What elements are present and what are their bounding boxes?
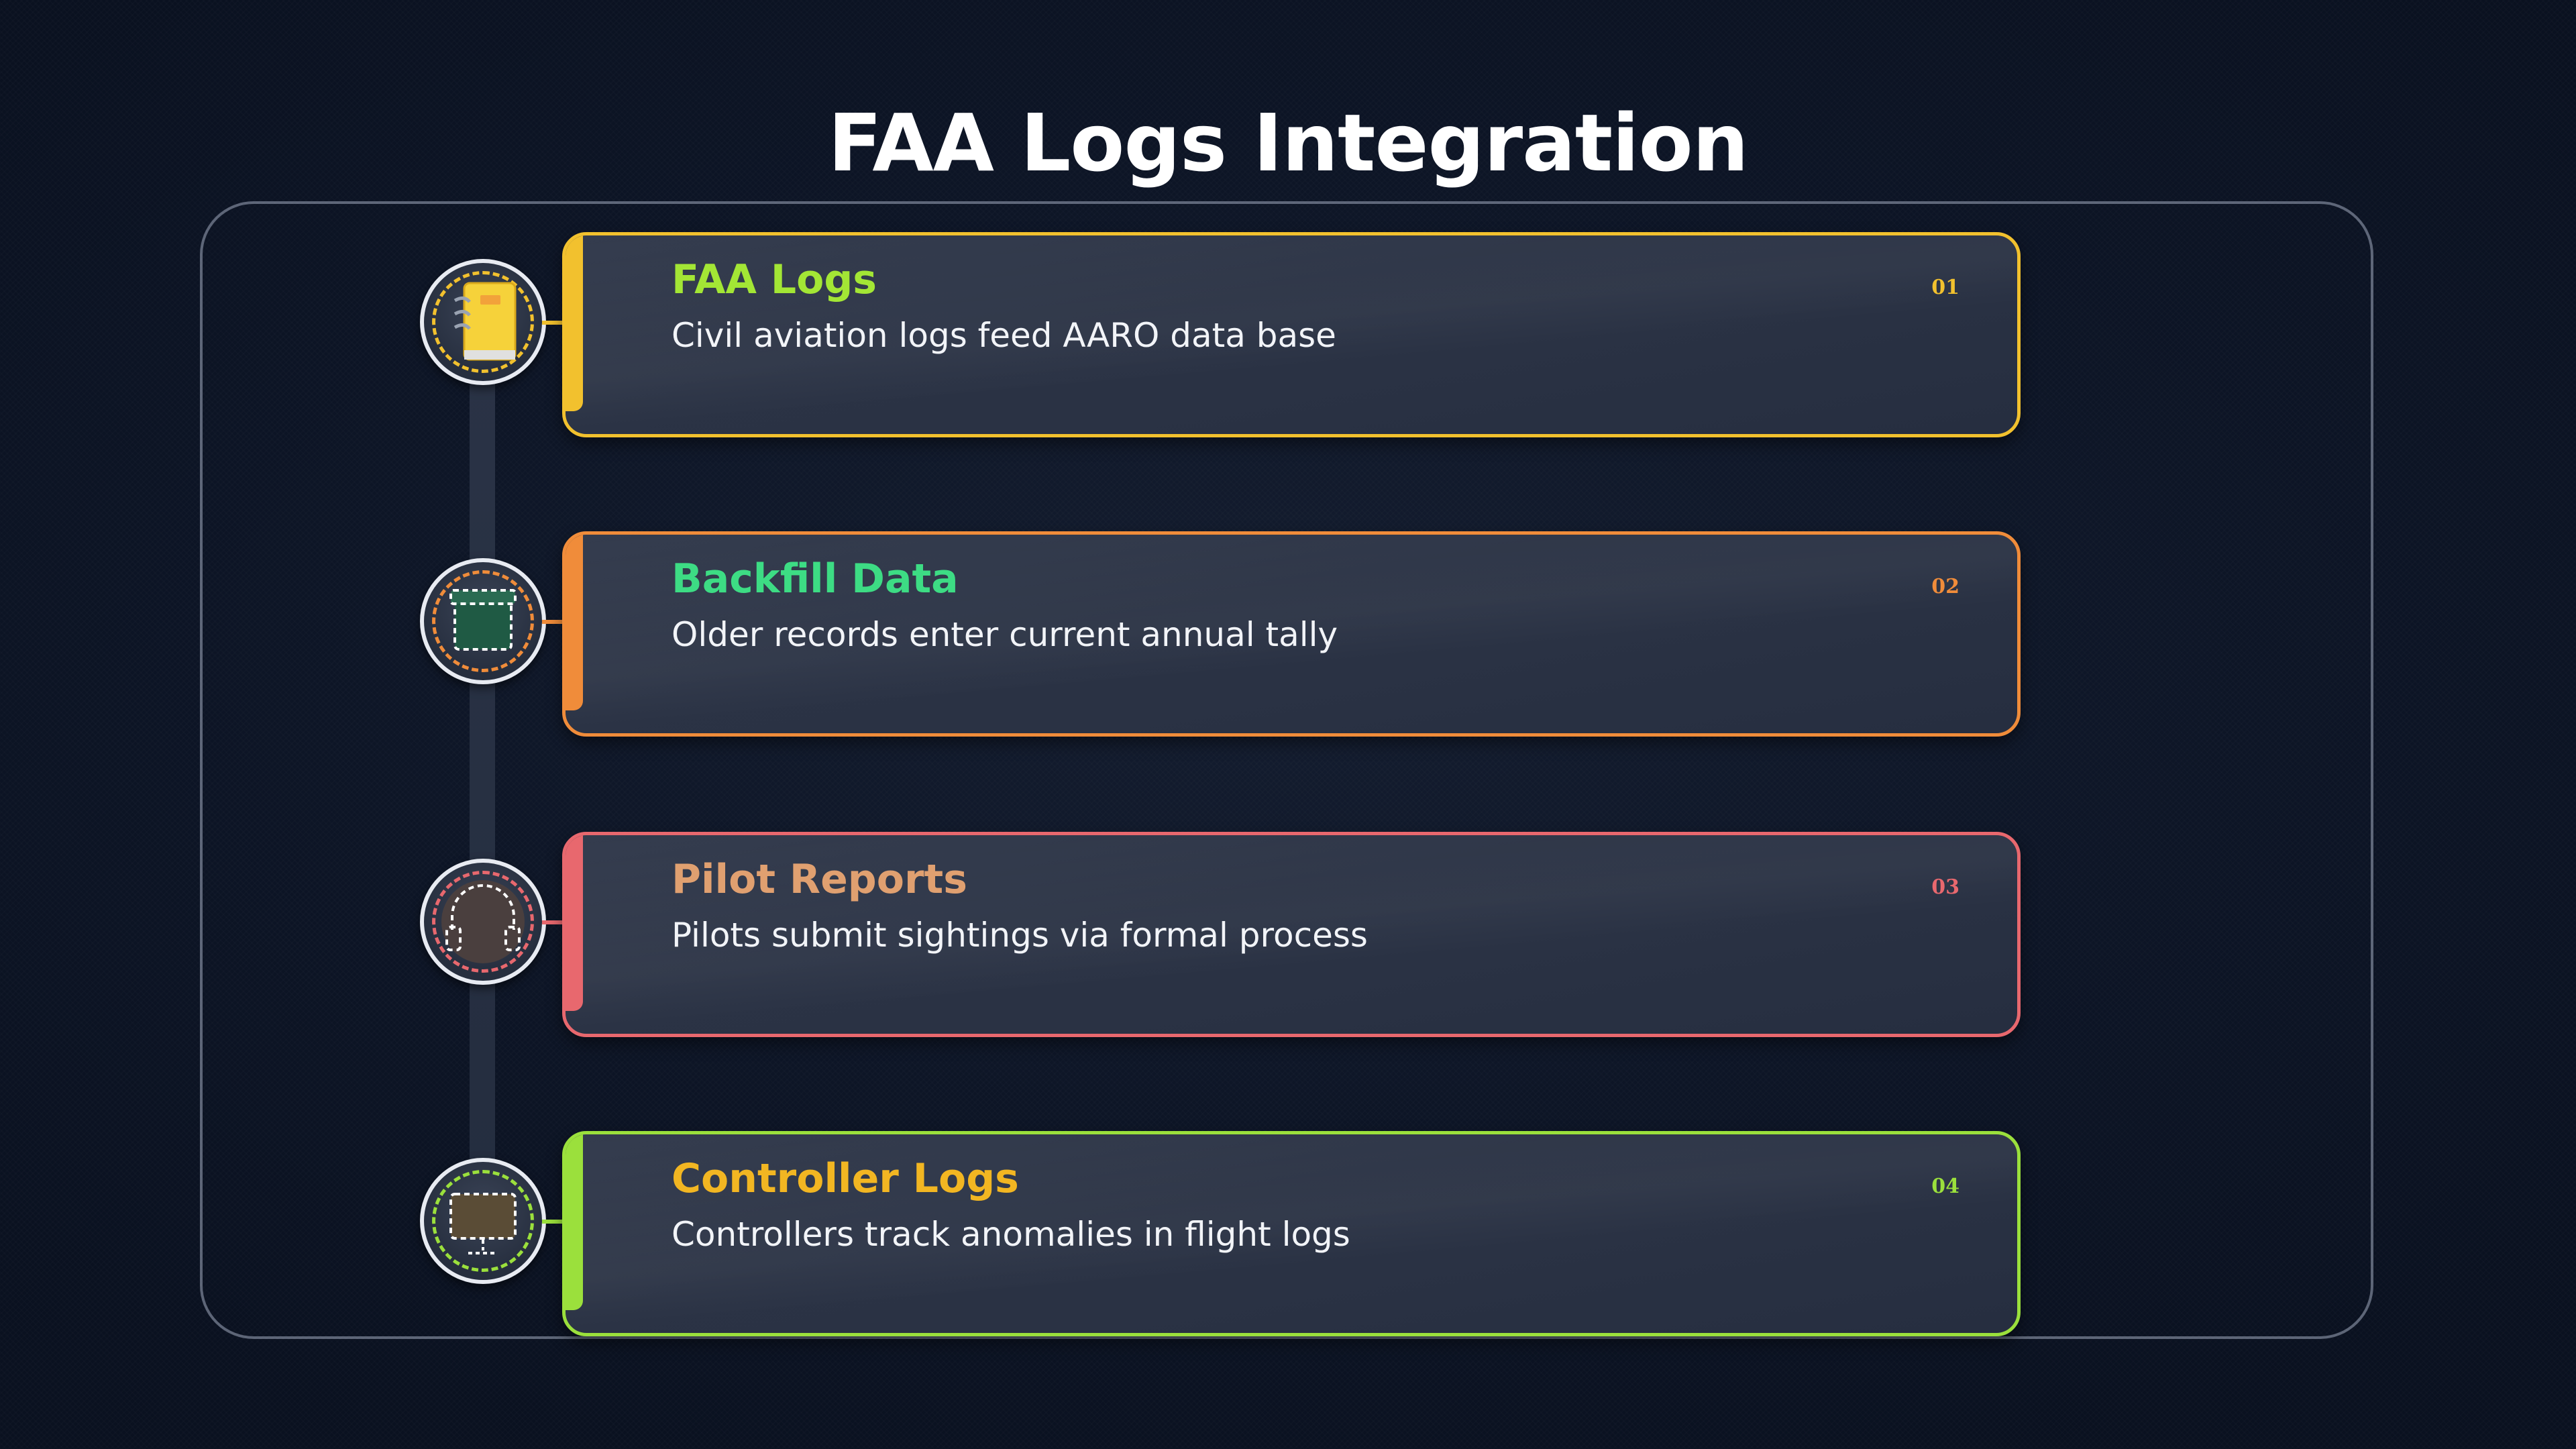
step-2-card: Backfill Data Older records enter curren… <box>562 531 2021 737</box>
card-sheen <box>566 1134 2017 1333</box>
card-sheen <box>566 835 2017 1034</box>
page-title: FAA Logs Integration <box>828 97 1748 189</box>
step-title: Controller Logs <box>672 1155 1019 1202</box>
notebook-icon <box>453 282 517 361</box>
step-2-node-ring <box>432 570 534 672</box>
step-1-connector <box>542 321 566 325</box>
step-description: Pilots submit sightings via formal proce… <box>672 916 1368 955</box>
step-description: Civil aviation logs feed AARO data base <box>672 316 1336 355</box>
step-3-connector <box>542 920 566 924</box>
step-3-node-ring <box>432 871 534 973</box>
card-accent-bar <box>566 1134 583 1310</box>
headset-icon <box>441 880 525 963</box>
step-4-node-ring <box>432 1170 534 1272</box>
card-accent-bar <box>566 835 583 1011</box>
monitor-icon <box>449 1193 517 1254</box>
step-4-node <box>420 1158 546 1284</box>
step-title: FAA Logs <box>672 256 877 303</box>
diagram-panel <box>200 201 2373 1339</box>
step-2-node <box>420 558 546 684</box>
step-3-card: Pilot Reports Pilots submit sightings vi… <box>562 832 2021 1037</box>
step-number: 03 <box>1931 875 1960 899</box>
step-number: 04 <box>1931 1175 1960 1198</box>
step-description: Older records enter current annual tally <box>672 615 1338 654</box>
step-4-card: Controller Logs Controllers track anomal… <box>562 1131 2021 1336</box>
card-accent-bar <box>566 235 583 411</box>
step-1-card: FAA Logs Civil aviation logs feed AARO d… <box>562 232 2021 437</box>
step-2-connector <box>542 620 566 624</box>
timeline-spine <box>470 322 495 1228</box>
step-number: 01 <box>1931 276 1960 299</box>
step-number: 02 <box>1931 575 1960 598</box>
step-title: Pilot Reports <box>672 856 967 903</box>
step-title: Backfill Data <box>672 555 959 602</box>
archive-box-icon <box>449 589 517 651</box>
card-sheen <box>566 535 2017 733</box>
step-4-connector <box>542 1220 566 1224</box>
step-description: Controllers track anomalies in flight lo… <box>672 1215 1350 1254</box>
step-1-node-ring <box>432 271 534 373</box>
step-1-node <box>420 259 546 385</box>
card-accent-bar <box>566 535 583 710</box>
step-3-node <box>420 859 546 985</box>
card-sheen <box>566 235 2017 434</box>
